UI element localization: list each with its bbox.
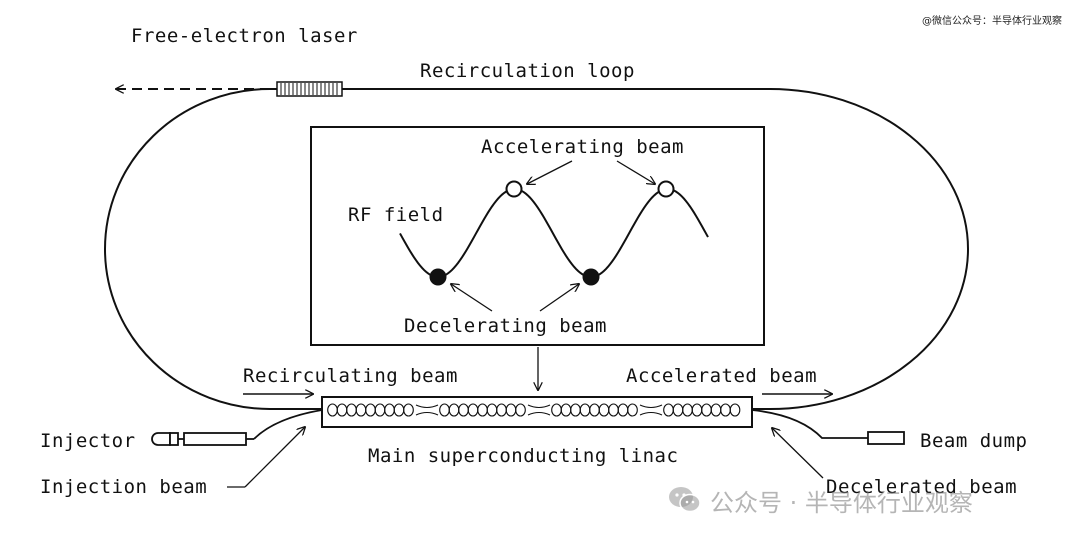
accelerating-beam-label: Accelerating beam [481, 136, 684, 158]
rf-inset-box [310, 126, 765, 346]
injector [151, 432, 247, 446]
injector-label: Injector [40, 430, 136, 452]
undulator [276, 81, 343, 97]
beam-dump [867, 431, 905, 445]
dump-extract-line [751, 409, 868, 439]
linac-cavity-cell [515, 403, 526, 417]
decelerating-bunch-1 [429, 268, 447, 286]
recirculation-loop-label: Recirculation loop [420, 60, 635, 82]
watermark-bottom-text: 公众号 · 半导体行业观察 [710, 488, 973, 517]
linac-cavity-cell [403, 403, 414, 417]
accelerating-bunch-2 [657, 180, 675, 198]
recirculating-beam-label: Recirculating beam [243, 365, 458, 387]
accel-arrow-right [616, 160, 655, 184]
watermark-bottom: 公众号 · 半导体行业观察 [668, 484, 973, 517]
injection-beam-arrow [244, 427, 305, 488]
injection-merge-line [253, 409, 323, 440]
decel-arrow-right [539, 284, 579, 312]
main-linac-box [321, 396, 753, 428]
linac-coupler [527, 404, 551, 416]
main-linac-label: Main superconducting linac [368, 445, 679, 467]
linac-coupler [639, 404, 663, 416]
accelerating-bunch-1 [505, 180, 523, 198]
linac-coupler [415, 404, 439, 416]
linac-cavities [327, 403, 741, 417]
wechat-icon [669, 487, 701, 513]
accel-arrow-left [527, 160, 573, 184]
decelerated-beam-label: Decelerated beam [826, 476, 1018, 498]
decelerated-beam-arrow [772, 428, 824, 479]
accelerated-beam-label: Accelerated beam [626, 365, 818, 387]
decelerating-bunch-2 [582, 268, 600, 286]
rf-field-label: RF field [348, 204, 444, 226]
recirculation-loop-track [104, 88, 969, 410]
rf-field-wave [399, 188, 709, 279]
decelerating-beam-label: Decelerating beam [404, 315, 607, 337]
decel-arrow-left [451, 284, 493, 312]
injection-beam-label: Injection beam [40, 476, 208, 498]
watermark-top: @微信公众号：半导体行业观察 [922, 16, 1062, 27]
linac-cavity-cell [729, 403, 741, 417]
beam-dump-label: Beam dump [920, 430, 1028, 452]
linac-cavity-cell [627, 403, 638, 417]
free-electron-laser-label: Free-electron laser [131, 25, 358, 47]
